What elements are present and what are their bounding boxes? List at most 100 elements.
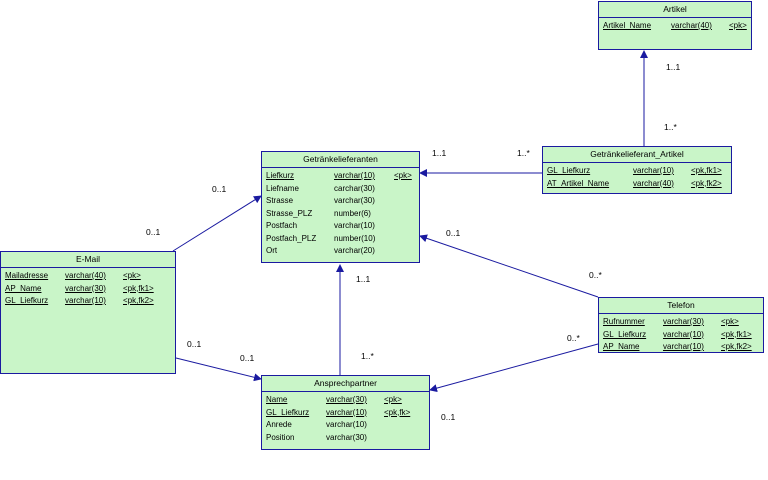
attribute-name: Liefname bbox=[266, 183, 299, 193]
attribute-name: Postfach_PLZ bbox=[266, 233, 317, 243]
cardinality-label: 0..1 bbox=[441, 412, 456, 422]
attribute-name: Liefkurz bbox=[266, 171, 295, 180]
link-email-to-ansprechpartner bbox=[175, 357, 262, 382]
attribute-key: <pk> bbox=[394, 171, 412, 180]
attribute-type: varchar(40) bbox=[633, 178, 674, 188]
attribute-row: Liefname carchar(30) bbox=[266, 183, 419, 196]
entity-ansprechpartner[interactable]: Ansprechpartner Name varchar(30) <pk> GL_Li… bbox=[261, 375, 430, 450]
attribute-name: Artikel_Name bbox=[603, 21, 652, 30]
attribute-type: varchar(10) bbox=[326, 407, 367, 417]
attribute-key: <pk,fk2> bbox=[691, 178, 722, 188]
attribute-row: GL_Liefkurz varchar(10) <pk,fk> bbox=[266, 407, 429, 420]
cardinality-label: 0..1 bbox=[146, 227, 161, 237]
attribute-name: GL_Liefkurz bbox=[547, 166, 591, 175]
attribute-key: <pk,fk> bbox=[384, 407, 411, 417]
attribute-row: AT_Artikel_Name varchar(40) <pk,fk2> bbox=[547, 178, 731, 191]
cardinality-label: 0..1 bbox=[446, 228, 461, 238]
link-email-to-getraenkelieferanten bbox=[172, 195, 262, 252]
attribute-type: varchar(10) bbox=[334, 221, 375, 230]
attribute-name: Ort bbox=[266, 246, 278, 255]
attribute-type: varchar(30) bbox=[326, 432, 367, 442]
cardinality-label: 0..* bbox=[589, 270, 602, 280]
entity-title: Getränkelieferant_Artikel bbox=[543, 147, 731, 163]
attribute-type: varchar(40) bbox=[65, 271, 106, 280]
attribute-name: Mailadresse bbox=[5, 271, 49, 280]
attribute-name: Strasse bbox=[266, 196, 294, 205]
attribute-name: GL_Liefkurz bbox=[603, 329, 647, 339]
entity-title: E-Mail bbox=[1, 252, 175, 268]
attribute-name: AP_Name bbox=[603, 342, 640, 351]
attribute-list: Liefkurz varchar(10) <pk> Liefname carchar(3… bbox=[262, 168, 419, 258]
cardinality-label: 1..* bbox=[517, 148, 530, 158]
attribute-name: Rufnummer bbox=[603, 317, 645, 326]
attribute-key: <pk,fk2> bbox=[721, 342, 752, 351]
entity-title: Artikel bbox=[599, 2, 751, 18]
attribute-row: Strasse_PLZ number(6) bbox=[266, 208, 419, 221]
attribute-key: <pk> bbox=[384, 395, 402, 404]
attribute-name: Strasse_PLZ bbox=[266, 208, 313, 218]
entity-title: Telefon bbox=[599, 298, 763, 314]
cardinality-label: 1..1 bbox=[666, 62, 681, 72]
attribute-row: Rufnummer varchar(30) <pk> bbox=[603, 316, 763, 329]
entity-artikel[interactable]: Artikel Artikel_Name varchar(40) <pk> bbox=[598, 1, 752, 50]
attribute-key: <pk> bbox=[729, 21, 747, 30]
attribute-row: Mailadresse varchar(40) <pk> bbox=[5, 270, 175, 283]
attribute-row: GL_Liefkurz varchar(10) <pk,fk1> bbox=[547, 165, 731, 178]
attribute-type: varchar(10) bbox=[633, 166, 674, 175]
attribute-row: Anrede varchar(10) bbox=[266, 419, 429, 432]
attribute-list: Name varchar(30) <pk> GL_Liefkurz varchar(10… bbox=[262, 392, 429, 444]
attribute-type: varchar(30) bbox=[663, 317, 704, 326]
cardinality-label: 1..1 bbox=[356, 274, 371, 284]
attribute-row: GL_Liefkurz varchar(10) <pk,fk1> bbox=[603, 329, 763, 342]
cardinality-label: 0..* bbox=[567, 333, 580, 343]
attribute-type: varchar(10) bbox=[663, 342, 704, 351]
attribute-list: GL_Liefkurz varchar(10) <pk,fk1> AT_Artikel… bbox=[543, 163, 731, 190]
attribute-key: <pk> bbox=[123, 271, 141, 280]
attribute-type: varchar(40) bbox=[671, 21, 712, 30]
entity-title: Ansprechpartner bbox=[262, 376, 429, 392]
attribute-list: Artikel_Name varchar(40) <pk> bbox=[599, 18, 751, 33]
entity-telefon[interactable]: Telefon Rufnummer varchar(30) <pk> GL_Liefk… bbox=[598, 297, 764, 353]
attribute-name: GL_Liefkurz bbox=[5, 296, 49, 305]
attribute-row: Strasse varchar(30) bbox=[266, 195, 419, 208]
attribute-type: number(10) bbox=[334, 233, 376, 243]
attribute-key: <pk,fk1> bbox=[691, 166, 722, 175]
attribute-row: AP_Name varchar(10) <pk,fk2> bbox=[603, 341, 763, 354]
attribute-type: varchar(30) bbox=[65, 283, 106, 293]
link-telefon-to-getraenkelieferanten bbox=[419, 234, 599, 298]
attribute-key: <pk> bbox=[721, 317, 739, 326]
attribute-name: Postfach bbox=[266, 221, 298, 230]
cardinality-label: 1..1 bbox=[432, 148, 447, 158]
attribute-name: Name bbox=[266, 395, 288, 404]
attribute-row: Postfach_PLZ number(10) bbox=[266, 233, 419, 246]
cardinality-label: 0..1 bbox=[187, 339, 202, 349]
attribute-type: varchar(10) bbox=[65, 296, 106, 305]
attribute-row: GL_Liefkurz varchar(10) <pk,fk2> bbox=[5, 295, 175, 308]
attribute-key: <pk,fk2> bbox=[123, 296, 154, 305]
attribute-name: Position bbox=[266, 432, 295, 442]
attribute-name: Anrede bbox=[266, 420, 292, 429]
link-telefon-to-ansprechpartner bbox=[429, 343, 599, 393]
attribute-type: varchar(10) bbox=[326, 420, 367, 429]
attribute-type: carchar(30) bbox=[334, 183, 375, 193]
attribute-key: <pk,fk1> bbox=[721, 329, 752, 339]
attribute-key: <pk,fk1> bbox=[123, 283, 154, 293]
cardinality-label: 0..1 bbox=[212, 184, 227, 194]
attribute-name: GL_Liefkurz bbox=[266, 407, 310, 417]
cardinality-label: 1..* bbox=[664, 122, 677, 132]
attribute-name: AT_Artikel_Name bbox=[547, 178, 610, 188]
attribute-row: Liefkurz varchar(10) <pk> bbox=[266, 170, 419, 183]
attribute-type: number(6) bbox=[334, 208, 371, 218]
attribute-type: varchar(10) bbox=[334, 171, 375, 180]
attribute-type: varchar(30) bbox=[334, 196, 375, 205]
attribute-type: varchar(10) bbox=[663, 329, 704, 339]
